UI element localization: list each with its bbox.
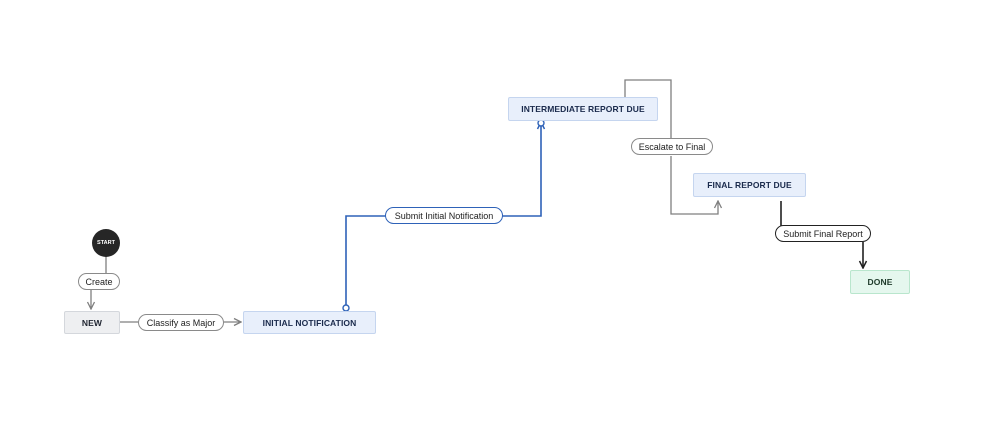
state-new[interactable]: NEW (64, 311, 120, 334)
edge-submit-initial (345, 122, 541, 308)
start-node: START (92, 229, 120, 257)
transition-escalate-to-final[interactable]: Escalate to Final (631, 138, 713, 155)
transition-classify-as-major[interactable]: Classify as Major (138, 314, 224, 331)
edge-submit-final (780, 201, 863, 268)
state-final-report-due[interactable]: FINAL REPORT DUE (693, 173, 806, 197)
state-done[interactable]: DONE (850, 270, 910, 294)
transition-submit-final-report[interactable]: Submit Final Report (775, 225, 871, 242)
transition-create[interactable]: Create (78, 273, 120, 290)
state-initial-notification[interactable]: INITIAL NOTIFICATION (243, 311, 376, 334)
edge-create (91, 256, 107, 309)
transition-submit-initial-notification[interactable]: Submit Initial Notification (385, 207, 503, 224)
state-intermediate-report-due[interactable]: INTERMEDIATE REPORT DUE (508, 97, 658, 121)
edge-escalate (624, 79, 718, 215)
